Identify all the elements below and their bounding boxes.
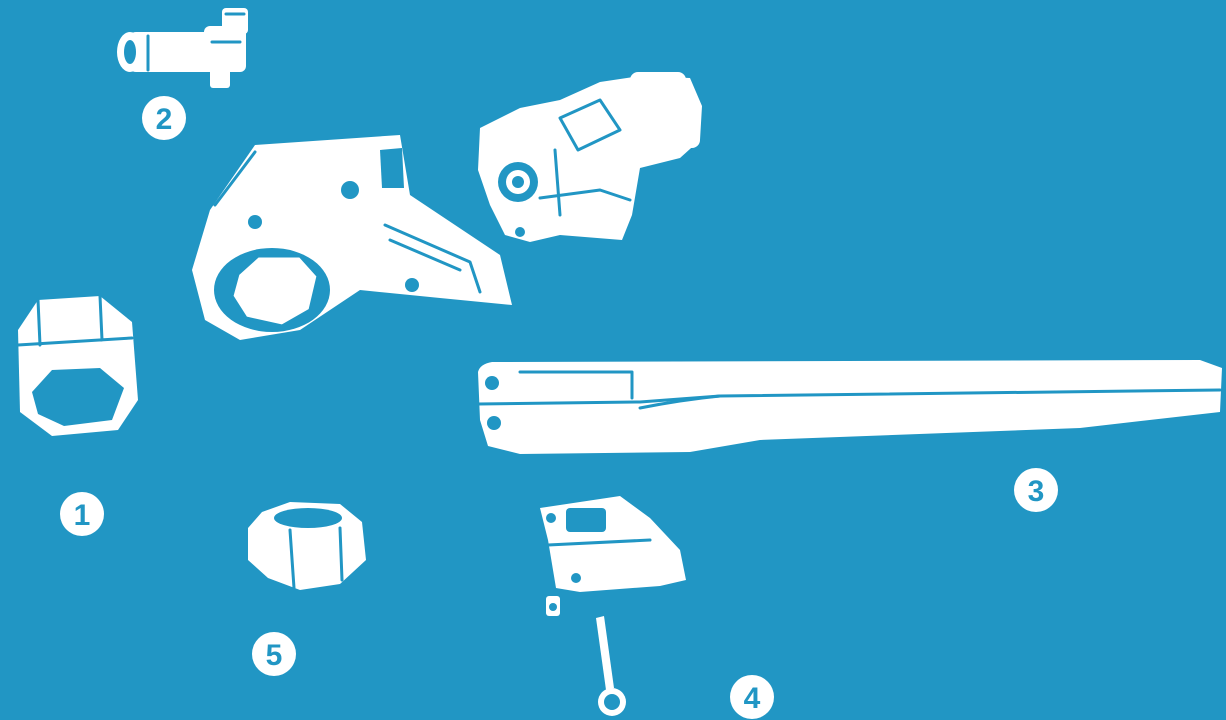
- callout-label: 4: [744, 682, 761, 715]
- hex-socket-part: [18, 296, 138, 436]
- link-bracket-part: [540, 496, 686, 616]
- callout-label: 3: [1028, 475, 1045, 508]
- callout-4: 4: [730, 675, 774, 719]
- callout-3: 3: [1014, 468, 1058, 512]
- callout-label: 2: [156, 103, 173, 136]
- hex-nut-part: [248, 502, 366, 590]
- swivel-coupler-part: [117, 8, 248, 88]
- callout-label: 1: [74, 499, 91, 532]
- callout-2: 2: [142, 96, 186, 140]
- pin-part: [596, 616, 626, 716]
- callout-label: 5: [266, 639, 283, 672]
- reaction-arm-part: [478, 360, 1222, 454]
- callout-1: 1: [60, 492, 104, 536]
- callout-5: 5: [252, 632, 296, 676]
- tool-head-body: [192, 135, 512, 340]
- cylinder-block: [478, 72, 702, 242]
